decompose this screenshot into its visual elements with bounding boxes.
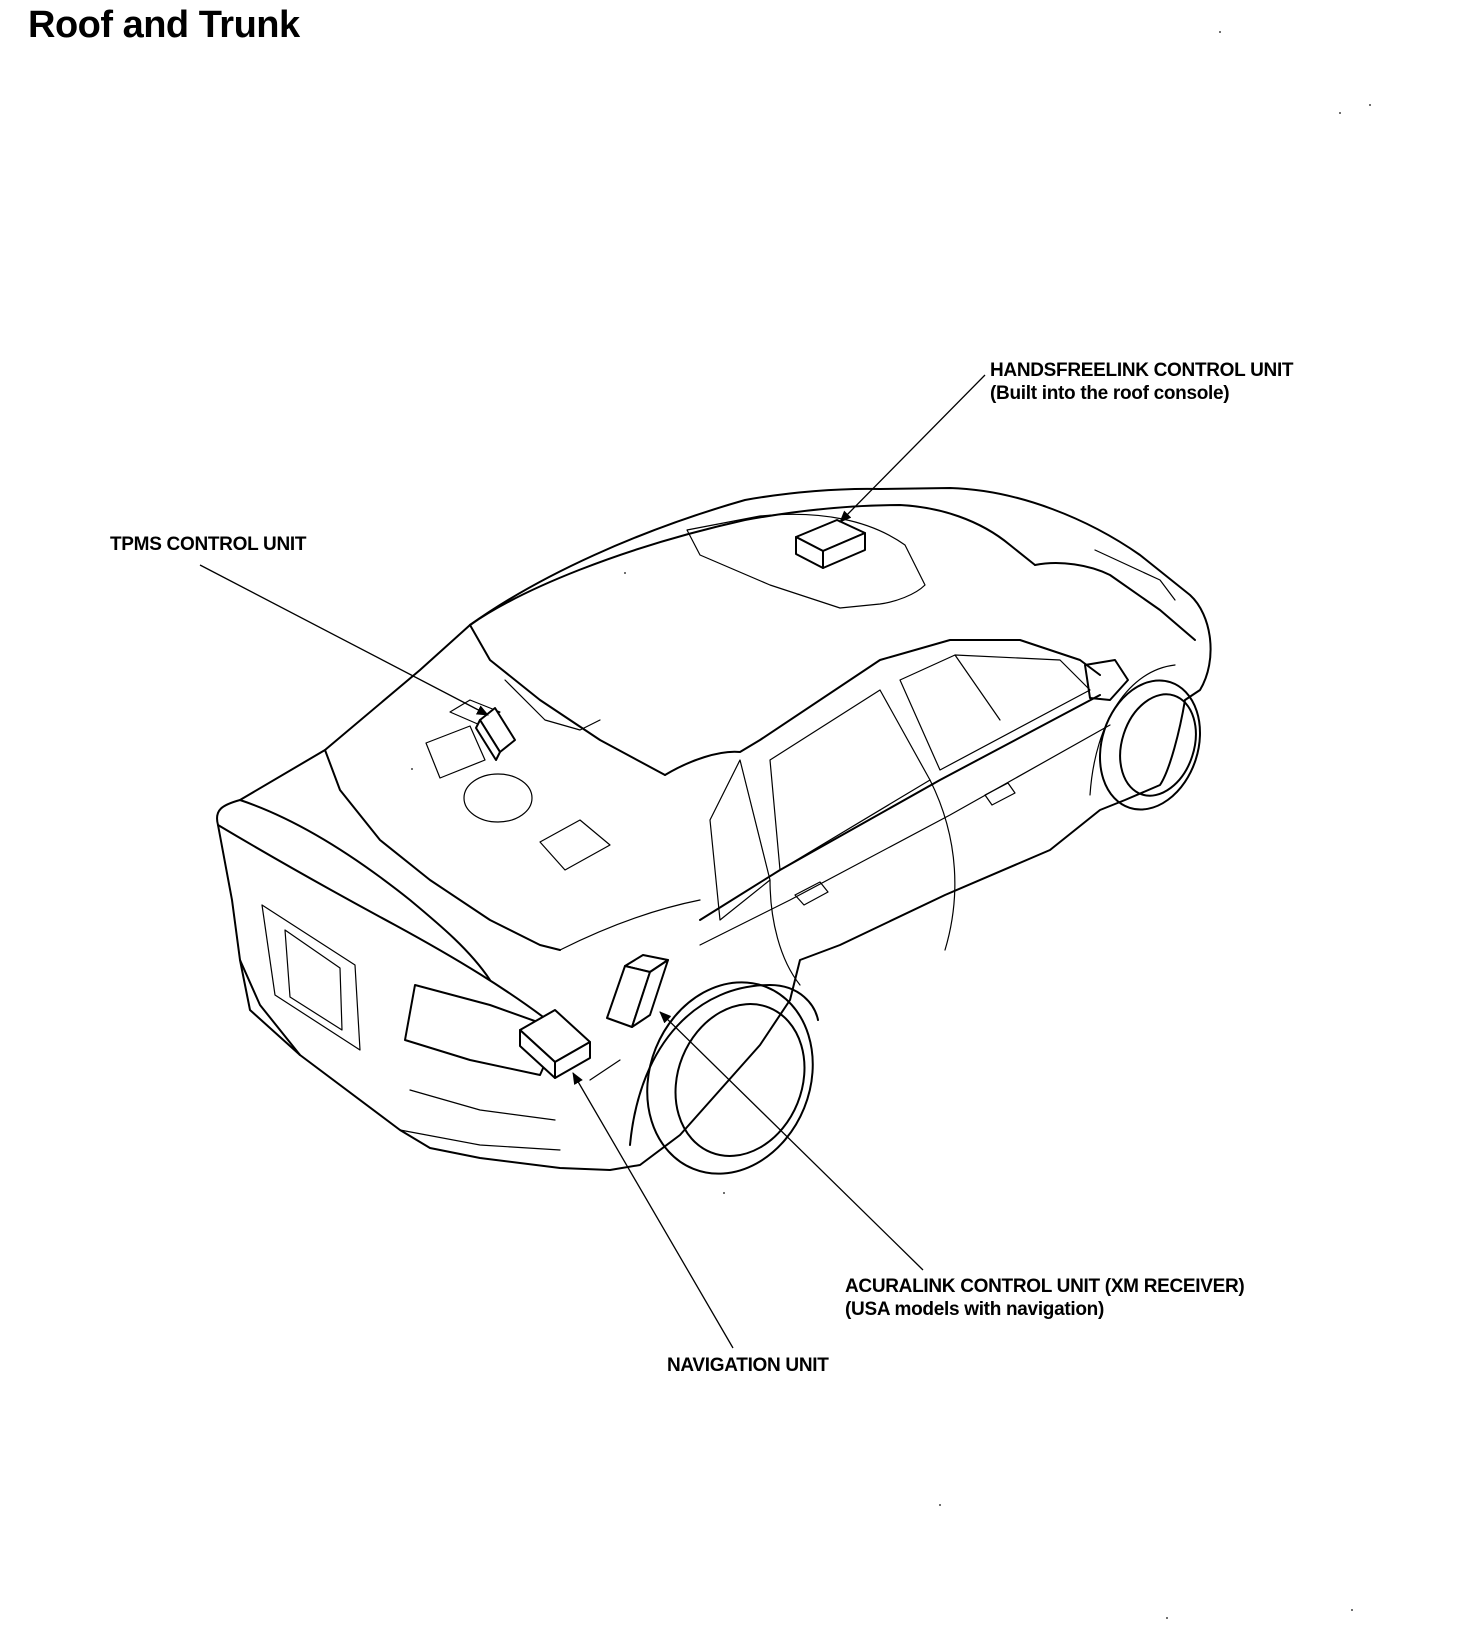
car-outline <box>216 487 1212 1175</box>
navigation-callout: NAVIGATION UNIT <box>667 1354 829 1377</box>
tpms-callout: TPMS CONTROL UNIT <box>110 533 306 556</box>
navigation-unit-box <box>519 1009 591 1079</box>
acuralink-callout: ACURALINK CONTROL UNIT (XM RECEIVER) (US… <box>845 1275 1245 1321</box>
acuralink-unit-box <box>606 954 669 1028</box>
handsfreelink-note: (Built into the roof console) <box>990 383 1230 404</box>
acuralink-leader <box>659 1011 924 1271</box>
acuralink-label: ACURALINK CONTROL UNIT (XM RECEIVER) <box>845 1276 1245 1297</box>
navigation-label: NAVIGATION UNIT <box>667 1355 829 1376</box>
navigation-leader <box>572 1072 734 1349</box>
handsfreelink-callout: HANDSFREELINK CONTROL UNIT (Built into t… <box>990 359 1294 405</box>
tpms-unit-box <box>475 707 516 761</box>
page-title: Roof and Trunk <box>28 4 300 46</box>
tpms-leader <box>199 564 489 716</box>
handsfreelink-label: HANDSFREELINK CONTROL UNIT <box>990 360 1294 381</box>
handsfreelink-leader <box>839 374 986 523</box>
tpms-label: TPMS CONTROL UNIT <box>110 534 307 555</box>
handsfreelink-unit-box <box>795 519 866 569</box>
scan-specks <box>411 31 1371 1619</box>
acuralink-note: (USA models with navigation) <box>845 1299 1105 1320</box>
